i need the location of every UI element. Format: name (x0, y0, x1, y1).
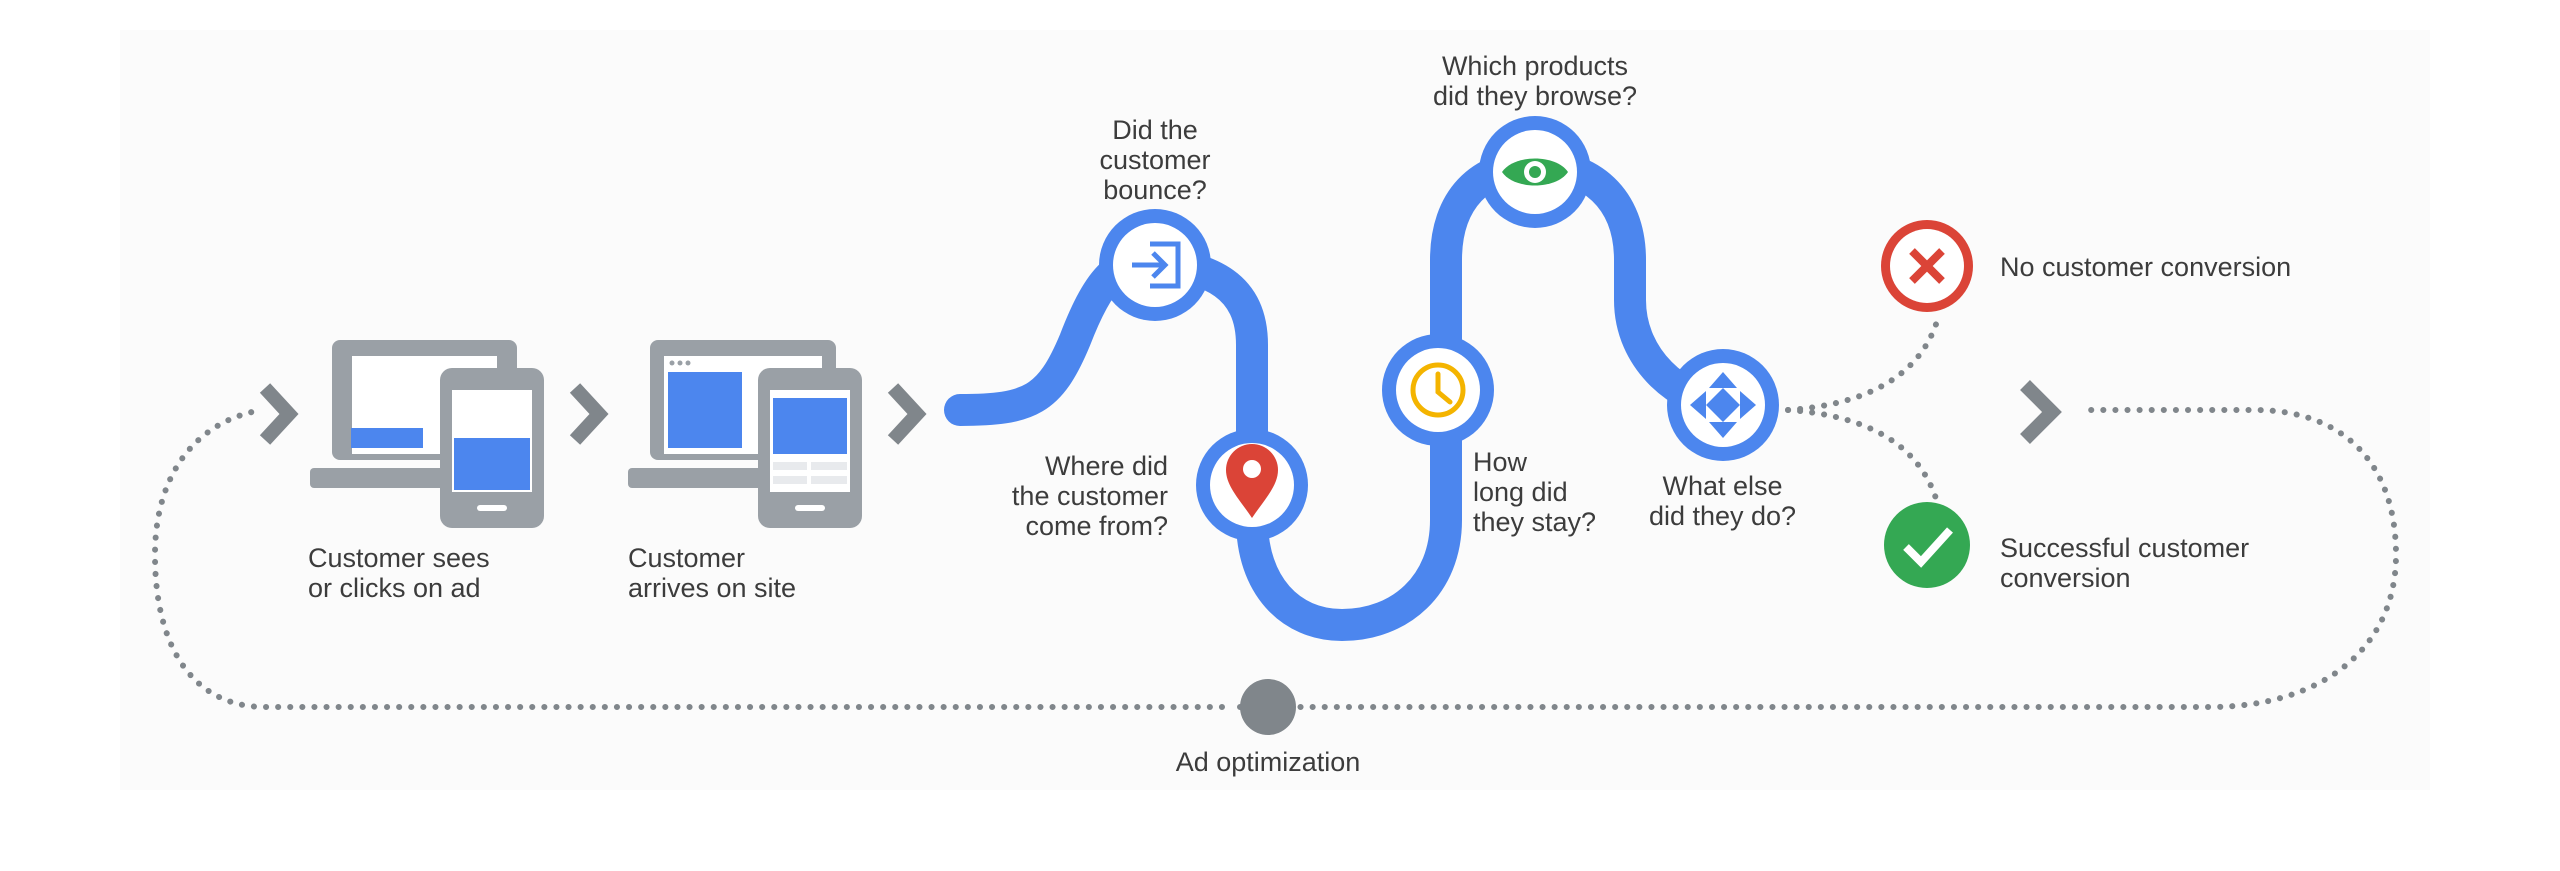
move-arrows-icon (1690, 372, 1756, 438)
optimization-loop (151, 315, 2400, 710)
chevron-right-icon (259, 380, 2062, 445)
browse-node (1479, 116, 1591, 228)
stay-question: How long did they stay? (1473, 447, 1597, 537)
no-conversion-node (1881, 220, 1973, 312)
arrive-step-label: Customer arrives on site (628, 543, 797, 603)
phone-icon (758, 368, 862, 528)
eye-icon (1502, 158, 1568, 186)
no-conversion-label: No customer conversion (2000, 252, 2292, 282)
browse-question: Which products did they browse? (1432, 51, 1638, 111)
conversion-node (1884, 502, 1970, 588)
close-icon (1909, 248, 1945, 284)
other-actions-node (1667, 349, 1779, 461)
bounce-node (1099, 209, 1211, 321)
login-icon (1132, 241, 1181, 289)
checkmark-icon (1903, 527, 1953, 568)
source-question: Where did the customer come from? (1011, 451, 1168, 541)
phone-icon (440, 368, 544, 528)
ad-optimization-node (1240, 679, 1296, 735)
stay-node (1382, 334, 1494, 446)
location-pin-icon (1226, 444, 1278, 518)
clock-icon (1410, 362, 1466, 418)
ad-optimization-label: Ad optimization (1175, 747, 1361, 777)
bounce-question: Did the customer bounce? (1099, 115, 1211, 205)
other-question: What else did they do? (1648, 471, 1797, 531)
source-node (1196, 429, 1308, 541)
ad-step-label: Customer sees or clicks on ad (308, 543, 490, 603)
conversion-label: Successful customer conversion (2000, 533, 2250, 593)
